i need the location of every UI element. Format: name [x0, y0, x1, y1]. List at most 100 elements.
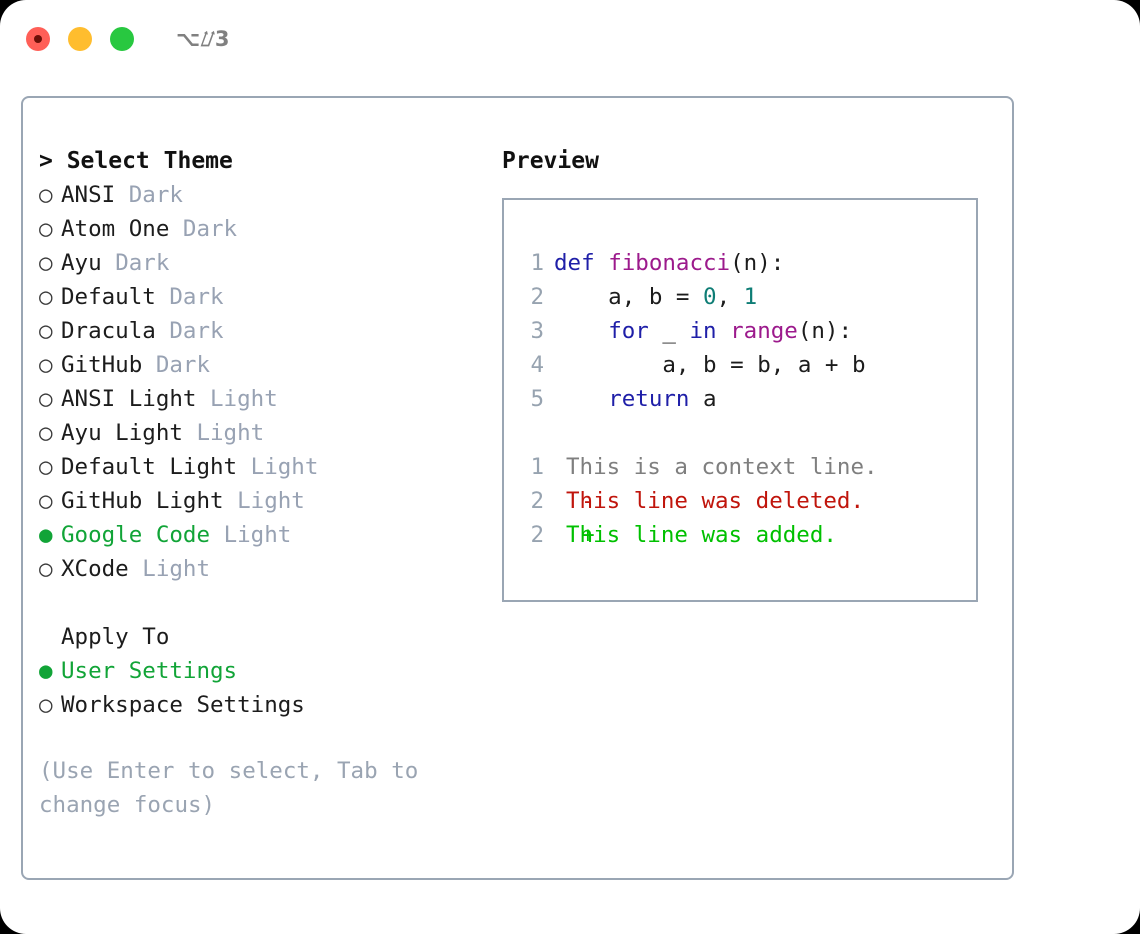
radio-unselected-icon: ○ [39, 454, 53, 480]
theme-option-ansi-light[interactable]: ○ANSI Light Light [39, 382, 489, 416]
code-line-number: 2 [530, 284, 544, 310]
preview-heading: Preview [502, 148, 599, 174]
theme-option-tag: Dark [128, 182, 183, 208]
theme-option-tag: Dark [155, 352, 211, 378]
theme-option-tag: Light [142, 556, 211, 582]
radio-selected-icon: ● [39, 522, 53, 548]
theme-option-label: Google Code [61, 522, 224, 548]
radio-unselected-icon: ○ [39, 420, 53, 446]
diff-line-number: 1 [530, 454, 544, 480]
select-theme-heading: > Select Theme [39, 148, 233, 174]
diff-marker [554, 450, 566, 484]
code-token: a [689, 386, 717, 412]
theme-option-label: ANSI [61, 182, 129, 208]
theme-option-label: Atom One [61, 216, 183, 242]
diff-sample: 1 This is a context line.2 - This line w… [504, 450, 976, 552]
diff-line-text: This line was added. [566, 522, 837, 548]
code-token: range [730, 318, 798, 344]
radio-unselected-icon: ○ [39, 216, 53, 242]
theme-option-default[interactable]: ○Default Dark [39, 280, 489, 314]
code-token: 0 [703, 284, 717, 310]
theme-option-label: GitHub [61, 352, 156, 378]
theme-option-ansi[interactable]: ○ ANSI Dark [39, 178, 489, 212]
code-token [554, 318, 608, 344]
theme-option-tag: Light [250, 454, 319, 480]
code-token: (n): [797, 318, 853, 344]
theme-option-github[interactable]: ○ GitHub Dark [39, 348, 489, 382]
theme-option-list[interactable]: ○ANSI Dark○Atom One Dark○Ayu Dark○Defaul… [39, 178, 489, 586]
code-token: 1 [743, 284, 758, 310]
apply-to-option-workspace-settings[interactable]: ○ Workspace Settings [39, 688, 489, 722]
theme-option-tag: Dark [182, 216, 238, 242]
diff-marker: + [554, 522, 609, 548]
theme-option-label: Ayu [61, 250, 116, 276]
maximize-button[interactable] [110, 27, 134, 51]
code-token: return [608, 386, 690, 412]
radio-unselected-icon: ○ [39, 352, 53, 378]
theme-option-xcode[interactable]: ○XCode Light [39, 552, 489, 586]
theme-option-ayu[interactable]: ○ Ayu Dark [39, 246, 489, 280]
theme-picker-panel: > Select Theme ○ANSI Dark○Atom One Dark○… [21, 96, 1014, 880]
close-button[interactable] [26, 27, 50, 51]
theme-option-atom-one[interactable]: ○ Atom One Dark [39, 212, 489, 246]
list-spacer [39, 586, 489, 620]
apply-to-option-list[interactable]: ● User Settings ○ Workspace Settings [39, 654, 489, 722]
code-token: for [608, 318, 649, 344]
radio-unselected-icon: ○ [39, 250, 53, 276]
code-token: , [716, 284, 744, 310]
theme-option-label: Ayu Light [61, 420, 197, 446]
minimize-button[interactable] [68, 27, 92, 51]
radio-unselected-icon: ○ [39, 692, 53, 718]
code-token: def [554, 250, 595, 276]
theme-option-default-light[interactable]: ○Default Light Light [39, 450, 489, 484]
theme-option-label: Dracula [61, 318, 170, 344]
code-line-number: 5 [530, 386, 544, 412]
theme-option-tag: Light [223, 522, 292, 548]
hint-spacer [39, 722, 489, 744]
keyboard-hint-text: (Use Enter to select, Tab to change focu… [39, 758, 419, 818]
diff-marker: - [554, 488, 609, 514]
theme-option-label: Default [61, 284, 170, 310]
theme-option-dracula[interactable]: ○Dracula Dark [39, 314, 489, 348]
theme-option-tag: Dark [115, 250, 170, 276]
radio-unselected-icon: ○ [39, 284, 53, 310]
code-line: 3 for _ in range(n): [504, 314, 976, 348]
code-token: a, b = [554, 284, 704, 310]
apply-to-option-label: Workspace Settings [61, 692, 305, 718]
theme-selection-column: > Select Theme ○ANSI Dark○Atom One Dark○… [39, 144, 489, 822]
code-token: fibonacci [608, 250, 731, 276]
window-shortcut-label: ⌥⌰3 [176, 26, 231, 51]
radio-selected-icon: ● [39, 658, 53, 684]
apply-to-heading-label: Apply To [61, 624, 170, 650]
diff-line-text: This line was deleted. [566, 488, 865, 514]
code-line: 4 a, b = b, a + b [504, 348, 976, 382]
code-line: 5 return a [504, 382, 976, 416]
diff-line-text: This is a context line. [566, 454, 878, 480]
radio-unselected-icon: ○ [39, 182, 53, 208]
apply-to-option-label: User Settings [61, 658, 238, 684]
theme-option-ayu-light[interactable]: ○Ayu Light Light [39, 416, 489, 450]
code-token: in [689, 318, 717, 344]
theme-option-google-code[interactable]: ● Google Code Light [39, 518, 489, 552]
diff-line-ctx: 1 This is a context line. [504, 450, 976, 484]
theme-option-label: GitHub Light [61, 488, 238, 514]
radio-unselected-icon: ○ [39, 386, 53, 412]
theme-option-tag: Light [237, 488, 305, 514]
code-token [554, 386, 608, 412]
diff-line-del: 2 - This line was deleted. [504, 484, 976, 518]
apply-to-heading-marker: ○ [39, 620, 61, 654]
apply-to-option-user-settings[interactable]: ● User Settings [39, 654, 489, 688]
code-line-number: 3 [530, 318, 544, 344]
apply-to-heading: ○Apply To [39, 620, 489, 654]
diff-line-number: 2 [530, 488, 544, 514]
diff-line-number: 2 [530, 522, 544, 548]
theme-option-tag: Light [210, 386, 278, 412]
radio-unselected-icon: ○ [39, 488, 53, 514]
code-token [595, 250, 609, 276]
title-bar: ⌥⌰3 [0, 0, 1140, 78]
theme-option-github-light[interactable]: ○ GitHub Light Light [39, 484, 489, 518]
